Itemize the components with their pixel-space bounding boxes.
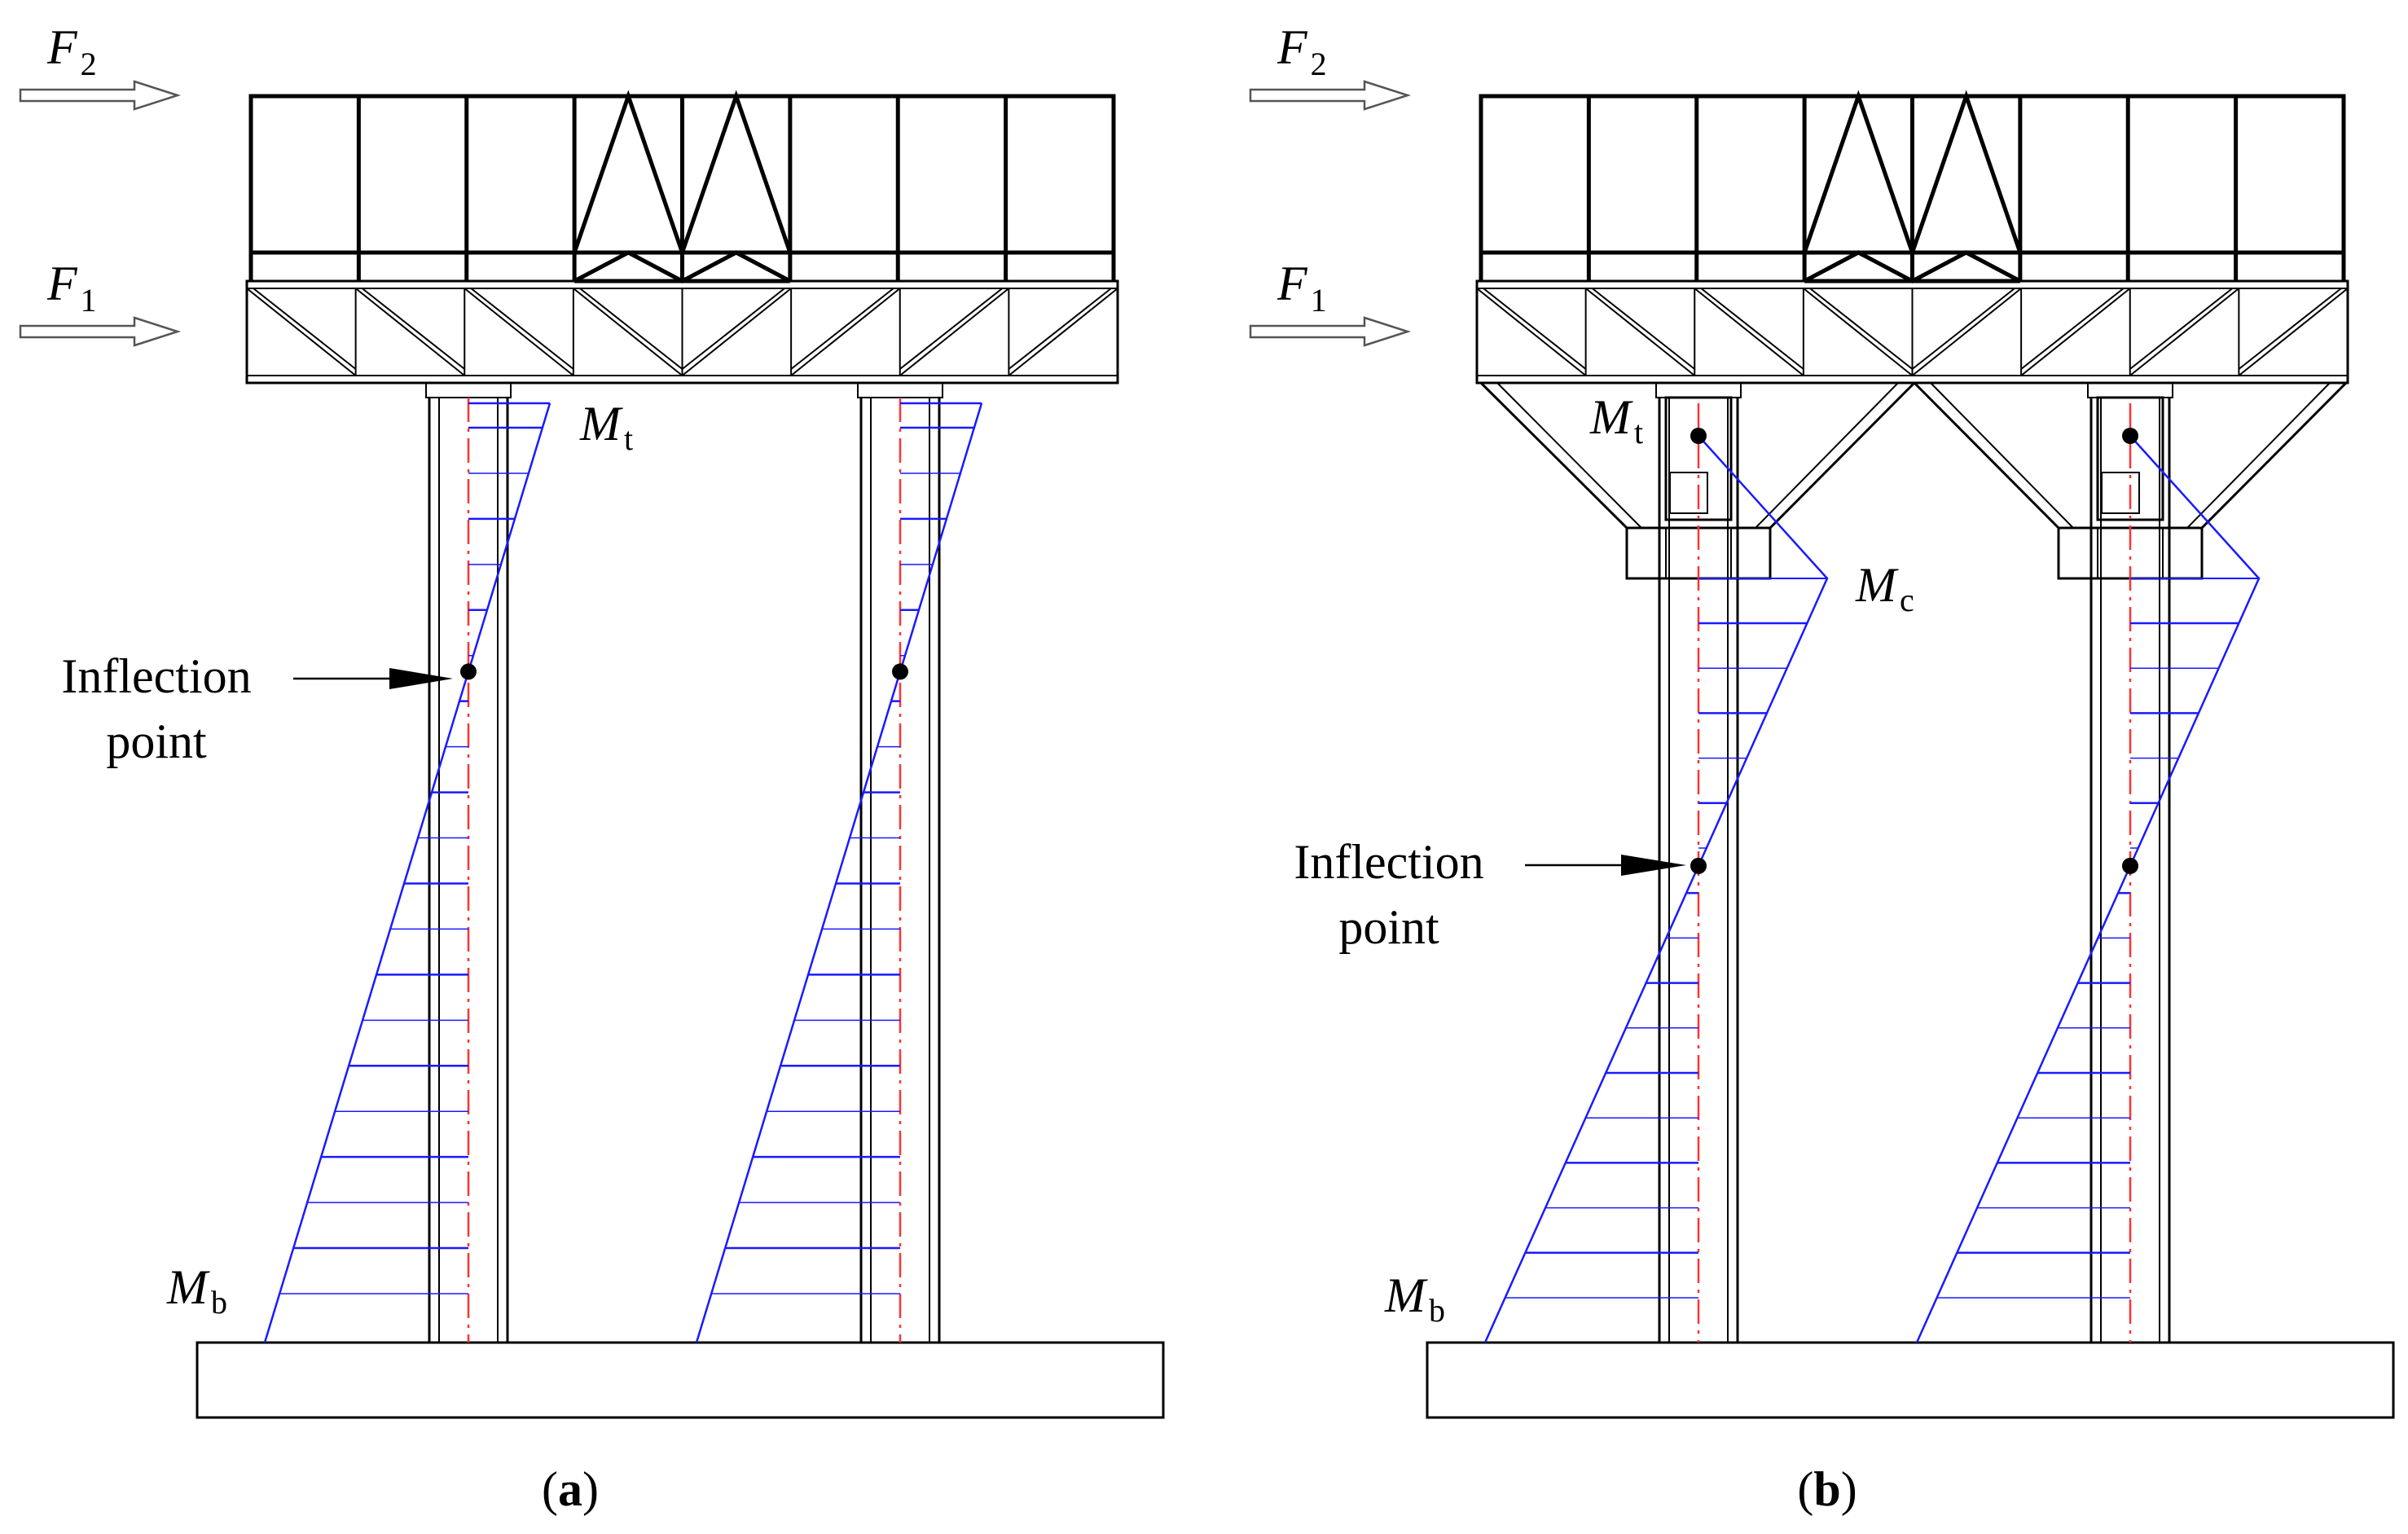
moment-diagram-line — [1483, 435, 1829, 1343]
inflection-point-marker — [892, 663, 908, 680]
truss-diagonal — [899, 288, 1010, 376]
truss-diagonal — [1008, 288, 1118, 376]
panel-a-inflection-label: Inflection point — [61, 649, 453, 768]
force-arrow-icon — [1249, 80, 1412, 111]
truss-diagonal — [253, 288, 357, 370]
force-arrow-icon — [19, 80, 182, 111]
svg-text:Inflection: Inflection — [61, 649, 251, 703]
truss-diagonal — [1584, 288, 1695, 376]
moment-diagram-line — [1915, 435, 2261, 1343]
truss-diagonal — [362, 288, 465, 370]
truss-diagonal — [2129, 288, 2233, 370]
panel-a-caption: (a) — [542, 1462, 599, 1516]
panel-a-structure — [196, 90, 1165, 1419]
force-arrow-icon — [19, 316, 182, 347]
moment-top-marker — [2122, 428, 2138, 444]
truss-diagonal — [464, 288, 574, 376]
truss-diagonal — [681, 288, 785, 370]
column-cap — [425, 382, 512, 398]
svg-text:Inflection: Inflection — [1294, 835, 1483, 889]
svg-text:F1: F1 — [1277, 257, 1327, 319]
column-head — [2096, 396, 2164, 521]
inflection-point-marker — [460, 663, 477, 680]
knee-brace — [1930, 382, 2074, 529]
knee-brace — [1913, 381, 2060, 530]
chevron-brace — [572, 90, 793, 259]
truss-diagonal — [579, 288, 683, 370]
truss-diagonal — [1694, 288, 1804, 376]
column-cap — [1655, 382, 1742, 398]
pointer-arrow-icon — [1621, 855, 1686, 876]
pointer-arrow-icon — [389, 668, 453, 689]
column-cap — [2087, 382, 2173, 398]
truss-diagonal — [899, 288, 1003, 370]
svg-text:F2: F2 — [46, 20, 97, 82]
truss-diagonal — [1809, 288, 1914, 370]
moment-diagram-line — [263, 402, 551, 1343]
column-head-slot — [1669, 472, 1708, 514]
knee-brace — [2186, 382, 2331, 529]
panel-b-moment-diagram — [1483, 403, 2261, 1343]
knee-brace — [1769, 381, 1916, 530]
svg-text:point: point — [1338, 900, 1439, 954]
panel-b-inflection-label: Inflection point — [1294, 835, 1686, 954]
truss-diagonal — [2129, 288, 2240, 376]
truss-diagonal — [1483, 288, 1587, 370]
foundation-slab — [196, 1341, 1165, 1419]
knee-brace — [1479, 381, 1628, 530]
panel-b-structure — [1426, 90, 2395, 1419]
truss-diagonal — [1592, 288, 1695, 370]
truss-diagonal — [1911, 288, 2022, 376]
truss-diagonal — [1476, 288, 1587, 376]
truss-diagonal — [2020, 288, 2125, 370]
column-head-slot — [2101, 472, 2140, 514]
knee-brace — [2200, 381, 2348, 530]
chevron-brace — [1802, 90, 2023, 259]
inflection-point-marker — [1690, 857, 1707, 874]
truss-diagonal — [470, 288, 574, 370]
truss-diagonal — [2238, 288, 2349, 376]
svg-text:F1: F1 — [46, 257, 97, 319]
svg-text:F2: F2 — [1277, 20, 1327, 82]
panel-a-moment-diagram — [263, 398, 983, 1343]
knee-brace — [1496, 382, 1642, 529]
truss-diagonal — [1803, 288, 1914, 376]
truss-diagonal — [1008, 288, 1112, 370]
truss-diagonal — [790, 288, 894, 370]
truss-diagonal — [1700, 288, 1804, 370]
truss-diagonal — [790, 288, 901, 376]
truss-diagonal — [2238, 288, 2342, 370]
truss-diagonal — [573, 288, 683, 376]
knee-brace — [1755, 382, 1899, 529]
column-head — [1664, 396, 1733, 521]
moment-diagram-line — [695, 402, 983, 1343]
truss-diagonal — [246, 288, 357, 376]
foundation-slab — [1426, 1341, 2395, 1419]
truss-diagonal — [681, 288, 792, 376]
moment-top-marker — [1690, 428, 1707, 444]
column-cap — [857, 382, 943, 398]
truss-diagonal — [2020, 288, 2131, 376]
svg-text:point: point — [106, 714, 207, 768]
inflection-point-marker — [2122, 857, 2138, 874]
force-arrow-icon — [1249, 316, 1412, 347]
truss-diagonal — [354, 288, 465, 376]
panel-b-caption: (b) — [1797, 1462, 1857, 1516]
truss-diagonal — [1911, 288, 2015, 370]
